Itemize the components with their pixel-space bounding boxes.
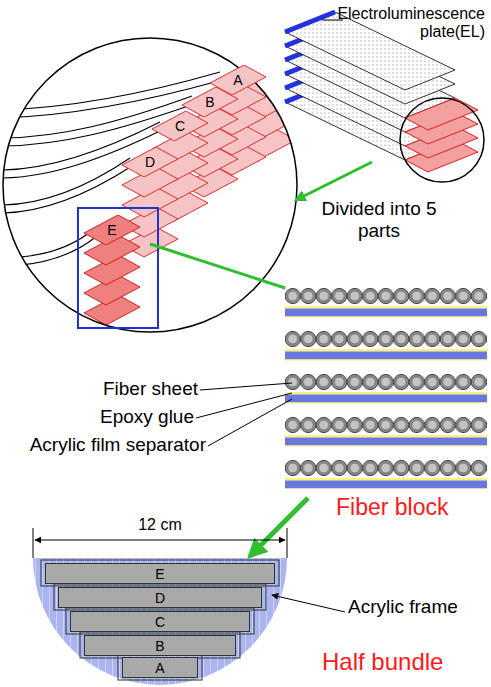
part-label: Acrylic film separator bbox=[0, 434, 206, 456]
sheet-diamond: E bbox=[84, 215, 140, 245]
leader-arrow bbox=[272, 595, 345, 612]
sheet-diamond: D bbox=[122, 147, 178, 177]
part-label: Acrylic frame bbox=[348, 596, 488, 618]
diamond-shape bbox=[122, 147, 178, 177]
magnified-content bbox=[0, 48, 296, 325]
block-letter: A bbox=[123, 658, 197, 677]
leader-line bbox=[200, 383, 292, 390]
green-arrow bbox=[296, 162, 372, 200]
leader-line bbox=[208, 399, 292, 446]
sheet-diamond: B bbox=[182, 87, 238, 117]
dimension-tick bbox=[33, 528, 34, 558]
sheet-diamond: C bbox=[152, 111, 208, 141]
part-label: Electroluminescence plate(EL) bbox=[333, 5, 485, 42]
magnify-circle bbox=[400, 98, 484, 182]
fiber-block-box: E bbox=[45, 563, 275, 584]
dimension-label: 12 cm bbox=[120, 516, 200, 534]
dimension-line bbox=[35, 540, 285, 541]
part-label: Fiber sheet bbox=[0, 378, 198, 400]
diamond-shape bbox=[182, 87, 238, 117]
fiber-block-section bbox=[285, 287, 487, 489]
block-letter: D bbox=[59, 588, 261, 607]
block-letter: E bbox=[46, 564, 274, 583]
block-letter: D bbox=[122, 147, 178, 177]
fiber-block-box: B bbox=[84, 635, 236, 656]
block-letter: C bbox=[71, 612, 249, 631]
section-title: Fiber block bbox=[336, 494, 486, 520]
diamond-shape bbox=[84, 215, 140, 245]
dimension-tick bbox=[287, 528, 288, 558]
fiber-block-box: C bbox=[70, 611, 250, 632]
selection-box bbox=[78, 208, 158, 328]
block-outlines bbox=[41, 560, 279, 680]
block-letter: E bbox=[84, 215, 140, 245]
magnified-outline bbox=[3, 38, 297, 332]
fiber-block-box: A bbox=[122, 657, 198, 678]
leader-line bbox=[196, 393, 292, 418]
note-label: Divided into 5 parts bbox=[318, 198, 440, 242]
section-title: Half bundle bbox=[322, 648, 487, 676]
part-label: Epoxy glue bbox=[0, 406, 194, 428]
block-letter: C bbox=[152, 111, 208, 141]
green-arrow bbox=[250, 498, 308, 556]
block-letter: B bbox=[85, 636, 235, 655]
acrylic-frame bbox=[33, 558, 287, 685]
fiber-block-box: D bbox=[58, 587, 262, 608]
diamond-shape bbox=[152, 111, 208, 141]
block-letter: B bbox=[182, 87, 238, 117]
magnified-view bbox=[3, 38, 297, 332]
